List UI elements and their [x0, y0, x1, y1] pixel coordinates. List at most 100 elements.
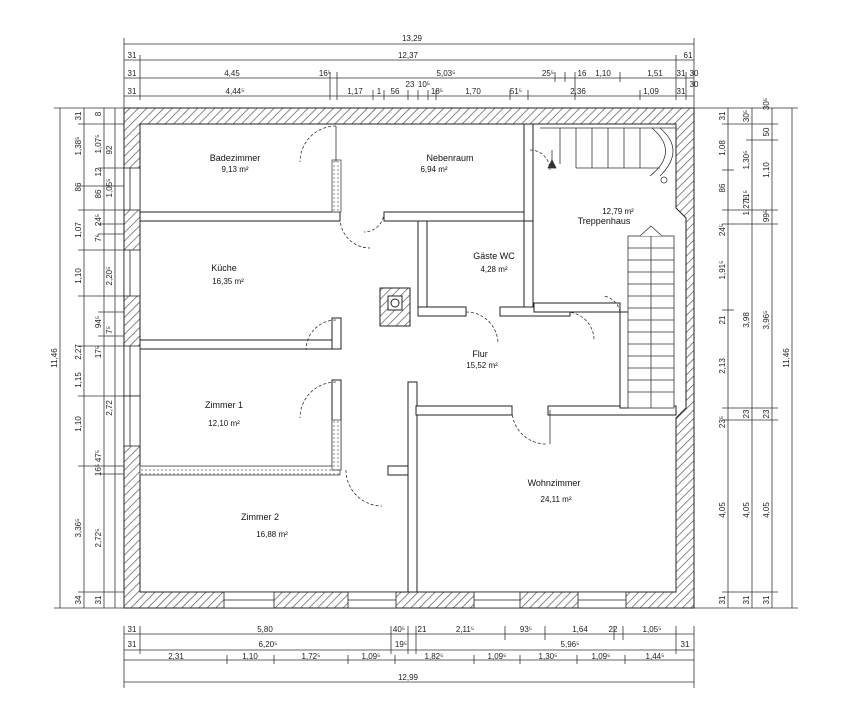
svg-text:1,10: 1,10 [242, 652, 258, 661]
svg-text:7⁶: 7⁶ [94, 234, 103, 242]
svg-text:16⁵: 16⁵ [94, 464, 103, 476]
svg-text:23: 23 [742, 409, 751, 418]
svg-text:12: 12 [94, 167, 103, 176]
svg-text:21: 21 [418, 625, 427, 634]
svg-text:22: 22 [609, 625, 618, 634]
svg-text:30⁵: 30⁵ [762, 98, 771, 110]
room-name-treppenhaus: Treppenhaus [578, 216, 631, 226]
room-area-zimmer-2: 16,88 m² [256, 530, 288, 539]
svg-text:1,30⁵: 1,30⁵ [539, 652, 558, 661]
svg-text:1,38⁵: 1,38⁵ [74, 137, 83, 156]
svg-text:56: 56 [391, 87, 400, 96]
svg-text:31: 31 [94, 595, 103, 604]
svg-text:31: 31 [128, 625, 137, 634]
room-labels: Badezimmer 9,13 m² Nebenraum 6,94 m² 12,… [205, 153, 634, 539]
bottom-dimension-labels: 31 5,80 40⁵ 21 2,11⁵ 93⁵ 1,64 22 1,05⁵ 3… [128, 625, 690, 682]
svg-text:1,30⁵: 1,30⁵ [742, 151, 751, 170]
svg-text:1,09⁵: 1,09⁵ [362, 652, 381, 661]
svg-text:2,31: 2,31 [168, 652, 184, 661]
svg-text:1,15: 1,15 [74, 372, 83, 388]
svg-text:1,09: 1,09 [643, 87, 659, 96]
svg-text:25⁵: 25⁵ [542, 69, 554, 78]
svg-text:5,03⁵: 5,03⁵ [437, 69, 456, 78]
left-dimension-chain [54, 107, 124, 609]
svg-text:50: 50 [762, 127, 771, 136]
svg-text:3,98: 3,98 [742, 312, 751, 328]
svg-text:30: 30 [690, 80, 699, 89]
svg-text:4,44⁵: 4,44⁵ [226, 87, 245, 96]
svg-text:1,44⁵: 1,44⁵ [646, 652, 665, 661]
svg-text:31: 31 [128, 87, 137, 96]
svg-text:51⁵: 51⁵ [510, 87, 522, 96]
top-dimension-labels: 13,29 31 12,37 61 31 4,45 16⁵ 5,03⁵ 25⁵ … [128, 34, 699, 96]
room-area-badezimmer: 9,13 m² [221, 165, 248, 174]
svg-text:31: 31 [742, 595, 751, 604]
svg-text:3,96⁵: 3,96⁵ [762, 311, 771, 330]
svg-text:17⁵: 17⁵ [94, 346, 103, 358]
svg-text:1,10: 1,10 [74, 268, 83, 284]
svg-text:1,17: 1,17 [347, 87, 363, 96]
svg-text:2,20⁵: 2,20⁵ [105, 267, 114, 286]
svg-text:1: 1 [377, 87, 382, 96]
svg-text:12,99: 12,99 [398, 673, 419, 682]
svg-text:24⁵: 24⁵ [718, 224, 727, 236]
left-dimension-labels: 11,46 31 1,38⁵ 86 1,07 1,10 2,27 1,15 1,… [50, 111, 114, 604]
svg-text:47⁵: 47⁵ [94, 450, 103, 462]
svg-text:11,46: 11,46 [782, 348, 791, 368]
svg-text:86: 86 [74, 182, 83, 191]
svg-text:16⁵: 16⁵ [319, 69, 331, 78]
svg-text:30: 30 [690, 69, 699, 78]
svg-text:61: 61 [684, 51, 693, 60]
svg-text:30⁵: 30⁵ [742, 110, 751, 122]
svg-text:31: 31 [718, 111, 727, 120]
svg-text:4,45: 4,45 [224, 69, 240, 78]
svg-text:92: 92 [105, 145, 114, 154]
svg-text:1,91⁵: 1,91⁵ [718, 261, 727, 280]
windows [123, 167, 627, 609]
room-area-wohnzimmer: 24,11 m² [541, 495, 572, 504]
svg-text:93⁵: 93⁵ [520, 625, 532, 634]
svg-text:86: 86 [94, 189, 103, 198]
svg-text:31: 31 [677, 69, 686, 78]
room-area-kueche: 16,35 m² [212, 277, 244, 286]
svg-text:31: 31 [677, 87, 686, 96]
svg-text:23: 23 [762, 409, 771, 418]
svg-text:2,36: 2,36 [570, 87, 586, 96]
svg-text:1,05⁵: 1,05⁵ [105, 179, 114, 198]
svg-text:12,37: 12,37 [398, 51, 419, 60]
svg-text:31: 31 [762, 595, 771, 604]
svg-text:1,05⁵: 1,05⁵ [643, 625, 662, 634]
svg-text:31: 31 [681, 640, 690, 649]
svg-text:1,51: 1,51 [647, 69, 663, 78]
svg-text:23⁵: 23⁵ [718, 416, 727, 428]
svg-text:1,10: 1,10 [74, 416, 83, 432]
svg-text:6,20⁵: 6,20⁵ [259, 640, 278, 649]
svg-text:23: 23 [406, 80, 415, 89]
svg-text:21: 21 [718, 315, 727, 324]
room-name-badezimmer: Badezimmer [210, 153, 261, 163]
room-area-flur: 15,52 m² [466, 361, 498, 370]
room-area-nebenraum: 6,94 m² [420, 165, 447, 174]
interior-walls [139, 123, 677, 593]
svg-text:4,05: 4,05 [718, 502, 727, 518]
svg-text:3,36⁵: 3,36⁵ [74, 519, 83, 538]
svg-text:2,13: 2,13 [718, 358, 727, 374]
svg-text:31: 31 [74, 111, 83, 120]
room-area-gaeste-wc: 4,28 m² [480, 265, 507, 274]
chimney [379, 287, 411, 327]
top-dimension-chain [123, 38, 695, 110]
svg-text:40⁵: 40⁵ [393, 625, 405, 634]
svg-text:34: 34 [74, 595, 83, 604]
svg-text:1,09⁵: 1,09⁵ [488, 652, 507, 661]
svg-text:31: 31 [128, 69, 137, 78]
svg-text:19⁵: 19⁵ [395, 640, 407, 649]
room-name-gaeste-wc: Gäste WC [473, 251, 515, 261]
svg-text:4,05: 4,05 [762, 502, 771, 518]
doors [299, 125, 621, 507]
svg-text:11,46: 11,46 [50, 348, 59, 368]
svg-text:5,96⁵: 5,96⁵ [561, 640, 580, 649]
svg-text:86: 86 [718, 183, 727, 192]
svg-text:7⁵: 7⁵ [105, 326, 114, 334]
right-dimension-labels: 11,46 31 1,08 86 24⁵ 1,91⁵ 21 2,13 23⁵ 4… [718, 98, 791, 605]
